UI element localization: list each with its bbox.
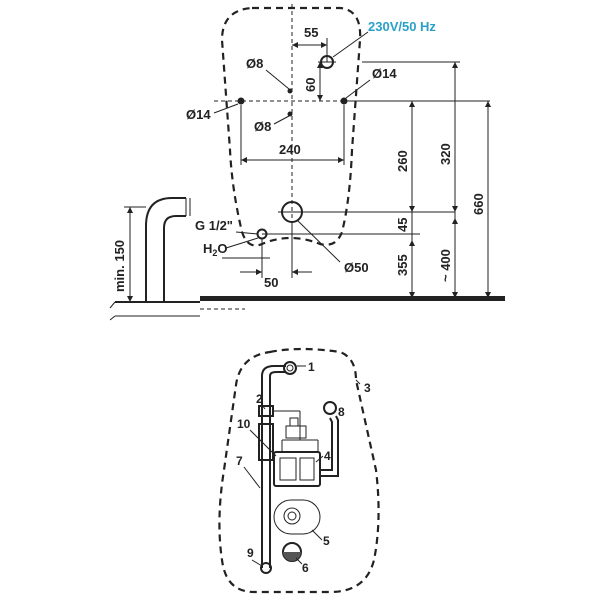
dim-355-label: 355 [395,254,410,276]
water-o: O [217,241,227,256]
dim-d14-right-label: Ø14 [372,66,397,81]
callout-8: 8 [338,405,345,419]
part-5-outlet [283,507,301,525]
dim-d14-left-label: Ø14 [186,107,211,122]
part-4-module [273,451,321,487]
mount-hole-left [237,97,245,105]
callout-5: 5 [323,534,330,548]
dim-60-label: 60 [303,78,318,92]
floor-line [200,296,505,301]
dim-d8-bottom-label: Ø8 [254,119,271,134]
min150-label: min. 150 [112,240,127,292]
water-h: H [203,241,212,256]
dim-260-label: 260 [395,150,410,172]
callout-6: 6 [302,561,309,575]
dim-660-label: 660 [471,193,486,215]
water-pipe-elbow [145,197,186,302]
housing-outline [218,347,380,594]
callout-1: 1 [308,360,315,374]
thread-label: G 1/2" [195,218,233,233]
dim-320-label: 320 [438,143,453,165]
part-10-valve [258,423,274,461]
part-8-sensor [323,401,337,415]
power-label: 230V/50 Hz [368,19,436,34]
water-sub: 2 [212,248,217,258]
dim-45-label: 45 [395,218,410,232]
dim-50-label: 50 [264,275,278,290]
dim-240-label: 240 [279,142,301,157]
callout-2: 2 [256,392,263,406]
dim-400-label: ~ 400 [438,249,453,282]
hole-d8-bottom [287,111,293,117]
callout-9: 9 [247,546,254,560]
callout-3: 3 [364,381,371,395]
installation-dimensions-view: 55 230V/50 Hz 60 Ø8 Ø8 Ø14 Ø14 240 2 [109,4,505,321]
callout-10: 10 [237,417,251,431]
callout-4: 4 [324,449,331,463]
dim-55-label: 55 [304,25,318,40]
water-label: H2O [203,241,228,258]
part-5-outlet-housing [273,499,321,535]
part-9-base [260,562,272,574]
dim-d8-top-label: Ø8 [246,56,263,71]
callout-7: 7 [236,454,243,468]
parts-view: 1 2 3 4 5 6 7 8 9 10 [218,347,380,594]
hole-d8-top [287,88,293,94]
dim-d50-label: Ø50 [344,260,369,275]
part-1-connector [283,361,297,375]
urinal-outline [220,6,362,247]
